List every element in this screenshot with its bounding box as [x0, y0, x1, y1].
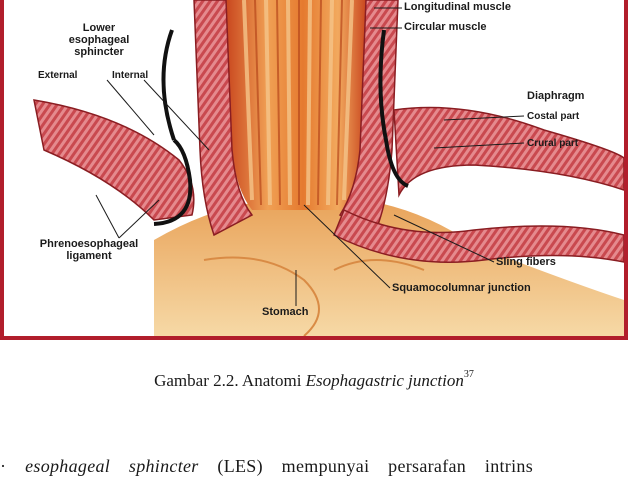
label-phrenoesophageal-ligament: Phrenoesophageal ligament — [34, 238, 144, 262]
label-diaphragm: Diaphragm — [527, 90, 585, 102]
label-stomach: Stomach — [262, 306, 309, 318]
label-squamocolumnar-junction: Squamocolumnar junction — [392, 282, 531, 294]
label-circular-muscle: Circular muscle — [404, 21, 487, 33]
label-internal: Internal — [112, 70, 149, 81]
phrenoesophageal-ligament-left — [153, 138, 193, 226]
left-diaphragm — [33, 99, 195, 221]
label-costal-part: Costal part — [527, 111, 580, 122]
stomach-wall — [333, 208, 624, 263]
body-italic-term: esophageal sphincter — [25, 456, 199, 476]
body-text-line: · esophageal sphincter (LES) mempunyai p… — [0, 456, 628, 477]
label-longitudinal-muscle: Longitudinal muscle — [404, 1, 511, 13]
label-phreno-line2: ligament — [66, 250, 112, 262]
esophagogastric-junction-illustration — [33, 0, 624, 336]
label-lower-esophageal-sphincter: Lower esophageal sphincter — [44, 22, 154, 58]
label-external: External — [38, 70, 78, 81]
stomach-region — [154, 200, 624, 336]
body-bullet: · — [0, 456, 7, 476]
right-diaphragm — [393, 106, 624, 198]
label-crural-part: Crural part — [527, 138, 579, 149]
caption-prefix: Gambar 2.2. Anatomi — [154, 371, 306, 390]
caption-reference: 37 — [463, 369, 474, 380]
anatomy-figure: Longitudinal muscle Circular muscle Lowe… — [0, 0, 628, 340]
body-rest: (LES) mempunyai persarafan intrins — [198, 456, 534, 476]
label-les-line1: Lower — [82, 22, 116, 34]
label-sling-fibers: Sling fibers — [496, 256, 556, 268]
left-esophageal-wall — [193, 0, 254, 237]
label-phreno-line1: Phrenoesophageal — [39, 238, 139, 250]
caption-italic: Esophagastric junction — [305, 371, 464, 390]
figure-caption: Gambar 2.2. Anatomi Esophagastric juncti… — [0, 369, 628, 391]
label-les-line3: sphincter — [74, 46, 124, 58]
label-les-line2: esophageal — [68, 34, 130, 46]
